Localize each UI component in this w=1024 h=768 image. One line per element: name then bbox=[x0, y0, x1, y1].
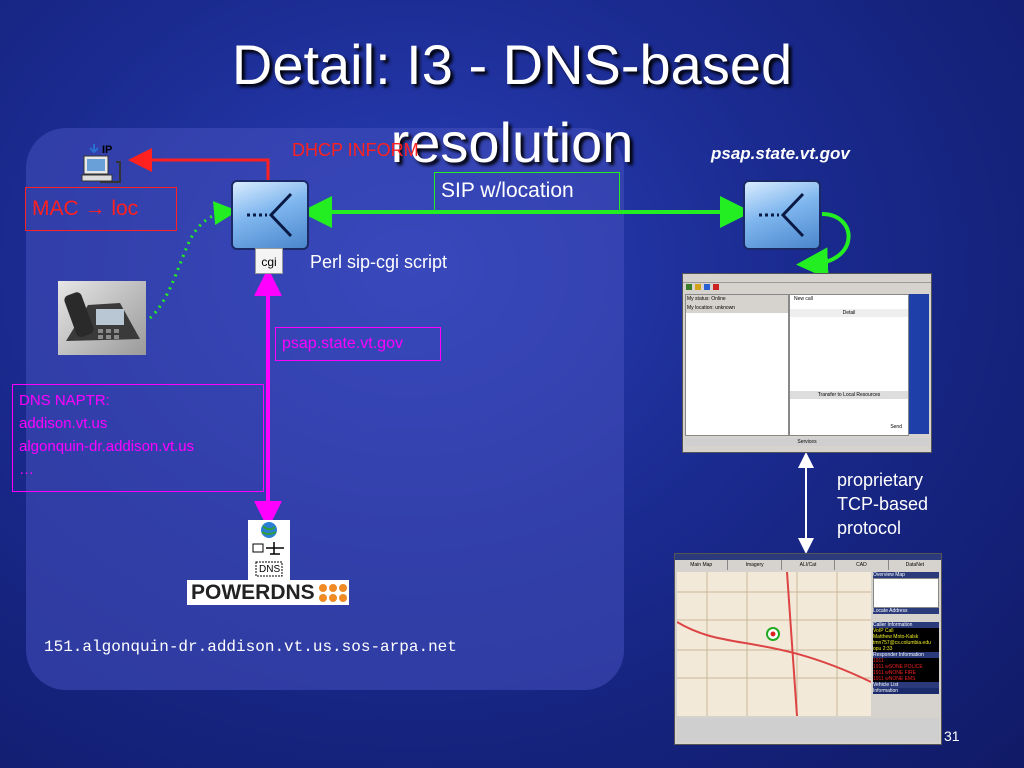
ip-label: IP bbox=[102, 144, 113, 156]
responder-line: 1911 wSONE POLICE bbox=[873, 664, 923, 670]
psap-to-console-line bbox=[796, 212, 851, 280]
responder-info-panel: 1911 1911 wSONE POLICE 1911 wNONE FIRE 1… bbox=[873, 658, 939, 682]
title-line-1: Detail: I3 - DNS-based bbox=[231, 33, 793, 96]
my-location-value: unknown bbox=[715, 305, 736, 311]
my-status-value: Online bbox=[711, 296, 726, 302]
caller-info-panel: VoIP Call Matthew Moto-Kalsk tmn757@cs.c… bbox=[873, 628, 939, 652]
responder-line: 1911 wNONE FIRE bbox=[873, 670, 916, 676]
map-tab: Main Map bbox=[675, 560, 729, 570]
map-tabs: Main Map Imagery ALI/Cat CAD DataNet bbox=[675, 560, 941, 570]
overview-map bbox=[873, 578, 939, 608]
map-info-sidebar: Overview Map Locate Address Caller Infor… bbox=[873, 572, 939, 716]
map-toolbar bbox=[677, 718, 939, 742]
proprietary-line: TCP-based bbox=[837, 494, 929, 514]
map-tab: ALI/Cat bbox=[782, 560, 836, 570]
dns-naptr-line: … bbox=[19, 461, 34, 478]
fqdn-label: 151.algonquin-dr.addison.vt.us.sos-arpa.… bbox=[44, 638, 457, 656]
title-line-2: resolution bbox=[390, 111, 634, 174]
information-label: Information bbox=[873, 688, 939, 694]
detail-label: Detail bbox=[790, 309, 908, 317]
map-tab: DataNet bbox=[905, 562, 924, 568]
street-map bbox=[677, 572, 871, 716]
computer-ip-icon: IP bbox=[80, 142, 128, 186]
caller-information-label: Caller Information bbox=[873, 622, 939, 628]
router-arrow-icon bbox=[247, 192, 293, 238]
cgi-script-icon: cgi bbox=[255, 248, 283, 274]
window-toolbar bbox=[683, 283, 931, 294]
call-detail-pane: New call Detail Transfer to Local Resour… bbox=[789, 294, 909, 436]
vehicle-list-label: Vehicle List bbox=[873, 682, 939, 688]
psap-query-box: psap.state.vt.gov bbox=[275, 327, 441, 361]
caller-line: VoIP Call bbox=[873, 628, 894, 634]
sip-location-box: SIP w/location bbox=[434, 172, 620, 212]
mac-loc-box: MAC → loc bbox=[25, 187, 177, 231]
caller-line: tmn757@cs.columbia.edu bbox=[873, 640, 931, 646]
new-call-label: New call bbox=[794, 296, 813, 302]
locate-address-label: Locate Address bbox=[873, 608, 939, 614]
window-titlebar bbox=[683, 274, 931, 283]
map-tab: CAD bbox=[835, 560, 889, 570]
call-taker-window: My status: Online My location: unknown N… bbox=[682, 273, 932, 453]
status-pane: My status: Online My location: unknown bbox=[685, 294, 789, 436]
responder-line: 1911 bbox=[873, 658, 884, 664]
dns-naptr-line: algonquin-dr.addison.vt.us bbox=[19, 438, 195, 455]
dns-server-icon: DNS bbox=[248, 520, 290, 582]
router-arrow-icon bbox=[759, 192, 805, 238]
dhcp-inform-label: DHCP INFORM bbox=[292, 140, 419, 160]
perl-script-label: Perl sip-cgi script bbox=[310, 252, 448, 272]
action-sidebar bbox=[909, 294, 929, 434]
ip-phone-image bbox=[58, 281, 146, 355]
transfer-label: Transfer to Local Resources bbox=[790, 391, 908, 399]
responder-line: 1911 wNONE EMS bbox=[873, 676, 916, 682]
send-label: Send bbox=[890, 424, 902, 430]
proprietary-protocol-label: proprietary TCP-based protocol bbox=[837, 468, 928, 540]
powerdns-text: POWERDNS bbox=[191, 580, 315, 604]
dns-naptr-line: DNS NAPTR: bbox=[19, 392, 110, 409]
my-status-label: My status: bbox=[687, 296, 710, 302]
powerdns-dots-icon bbox=[318, 583, 347, 602]
page-number: 31 bbox=[944, 728, 960, 744]
caller-line: opu 2:33 bbox=[873, 646, 893, 652]
responder-information-label: Responder Information bbox=[873, 652, 939, 658]
caller-line: Matthew Moto-Kalsk bbox=[873, 634, 919, 640]
psap-host-label: psap.state.vt.gov bbox=[711, 144, 850, 163]
dhcp-line bbox=[128, 148, 270, 180]
psap-router bbox=[743, 180, 821, 250]
slide-title: Detail: I3 - DNS-based resolution bbox=[0, 26, 1024, 182]
street-map-graphic bbox=[677, 572, 871, 716]
proprietary-line: proprietary bbox=[837, 470, 924, 490]
dns-naptr-line: addison.vt.us bbox=[19, 415, 108, 432]
map-titlebar bbox=[675, 554, 941, 560]
overview-map-label: Overview Map bbox=[873, 572, 939, 578]
powerdns-logo: POWERDNS bbox=[187, 580, 349, 605]
phone-icon bbox=[64, 292, 140, 341]
map-window: Main Map Imagery ALI/Cat CAD DataNet Ove… bbox=[674, 553, 942, 745]
services-label: Services bbox=[685, 438, 929, 446]
dns-label: DNS bbox=[259, 564, 281, 575]
map-tab: Imagery bbox=[728, 560, 782, 570]
dns-naptr-box: DNS NAPTR: addison.vt.us algonquin-dr.ad… bbox=[12, 384, 264, 492]
proprietary-line: protocol bbox=[837, 518, 902, 538]
cgi-label: cgi bbox=[261, 255, 277, 269]
my-location-label: My location: bbox=[687, 305, 714, 311]
outgoing-proxy-router bbox=[231, 180, 309, 250]
